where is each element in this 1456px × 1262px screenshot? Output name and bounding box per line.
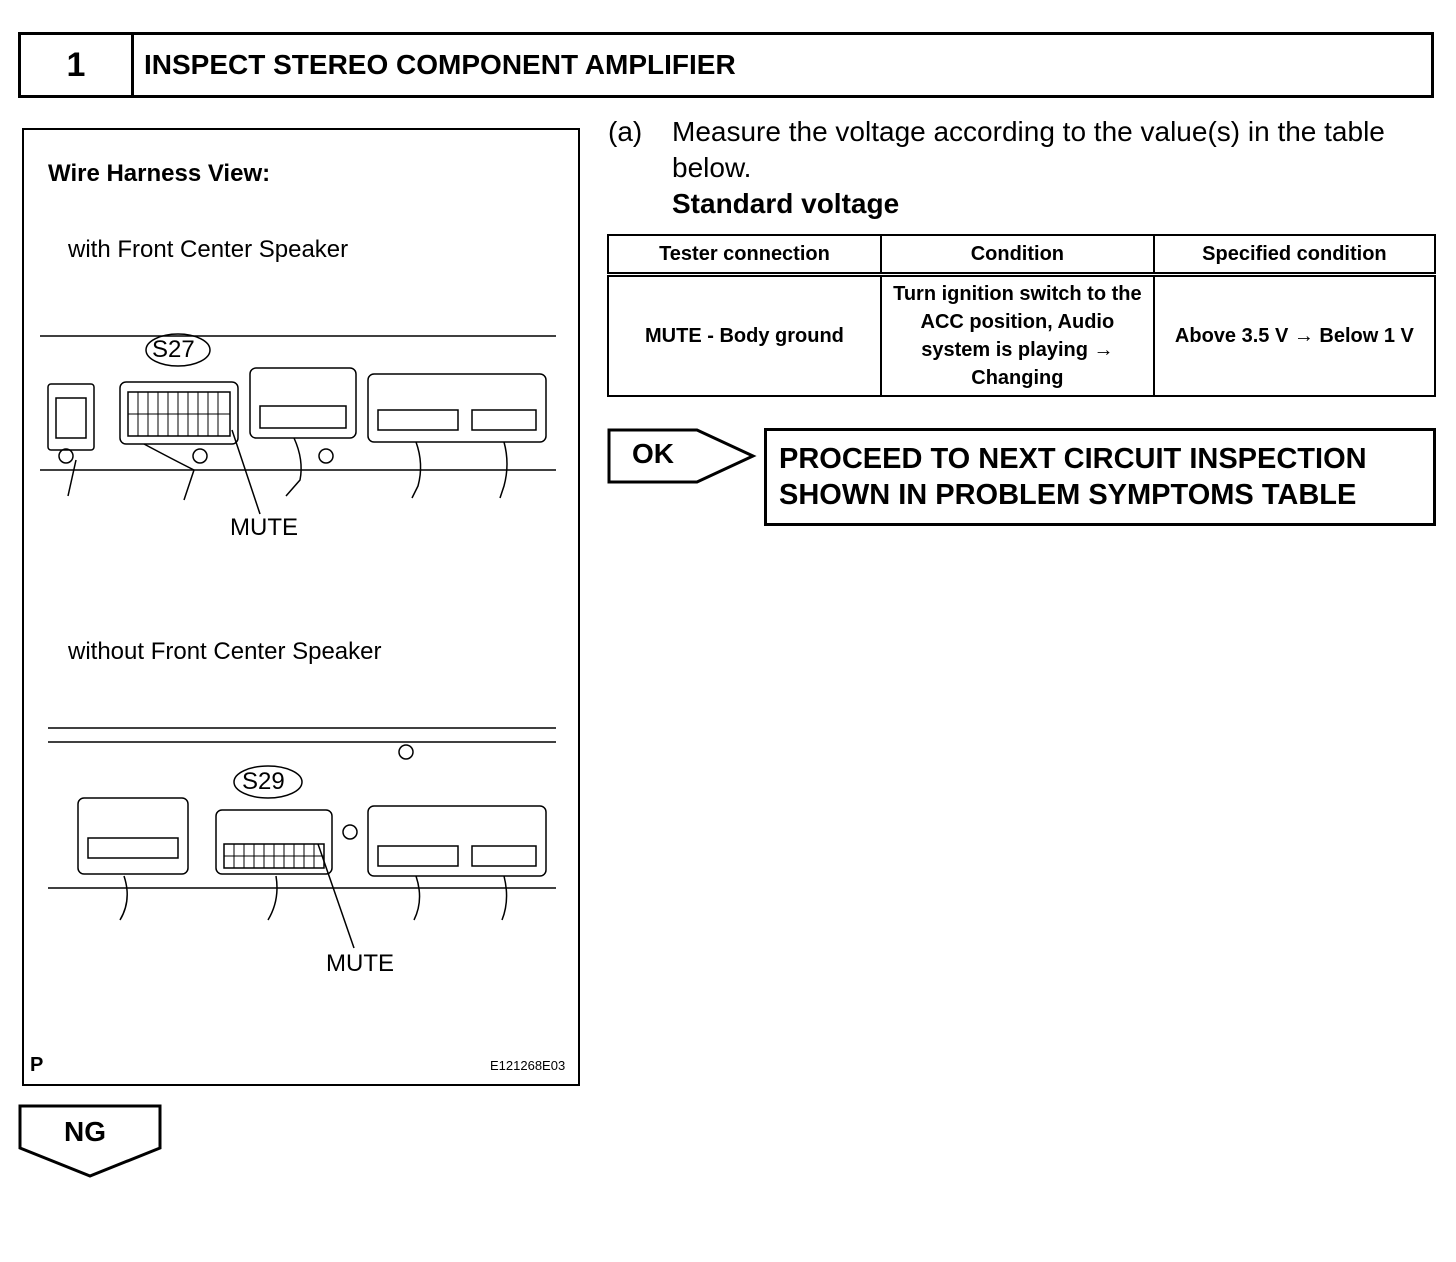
- header-specified-condition: Specified condition: [1152, 234, 1437, 277]
- ng-arrow: [18, 1104, 162, 1178]
- figure-title: Wire Harness View:: [48, 160, 271, 187]
- connector-s29-label: S29: [242, 768, 285, 795]
- connector-s27-label: S27: [152, 336, 195, 363]
- section1-label: with Front Center Speaker: [68, 236, 349, 263]
- cell-specified-condition: Above 3.5 V → Below 1 V: [1152, 273, 1437, 397]
- cell-tester-connection: MUTE - Body ground: [607, 273, 882, 397]
- instruction-text: Measure the voltage according to the val…: [672, 116, 1385, 183]
- step-title: INSPECT STEREO COMPONENT AMPLIFIER: [144, 49, 736, 80]
- wire-harness-figure: Wire Harness View: with Front Center Spe…: [22, 128, 580, 1086]
- harness-illustration: [40, 333, 556, 949]
- section2-label: without Front Center Speaker: [68, 638, 382, 665]
- header-condition: Condition: [879, 234, 1155, 277]
- step-header: 1 INSPECT STEREO COMPONENT AMPLIFIER: [18, 32, 1434, 98]
- mute-pin-label-2: MUTE: [326, 950, 394, 977]
- ok-result: PROCEED TO NEXT CIRCUIT INSPECTION SHOWN…: [764, 428, 1436, 526]
- ng-label: NG: [64, 1116, 106, 1147]
- header-tester-connection: Tester connection: [607, 234, 882, 277]
- ok-label: OK: [632, 438, 674, 469]
- mute-pin-label-1: MUTE: [230, 514, 298, 541]
- ok-arrow: [607, 428, 757, 484]
- instruction-letter: (a): [608, 116, 643, 147]
- corner-mark: P: [30, 1054, 44, 1076]
- figure-code: E121268E03: [490, 1058, 566, 1073]
- standard-voltage-label: Standard voltage: [672, 188, 900, 219]
- standard-voltage-table: Tester connection Condition Specified co…: [607, 234, 1437, 397]
- table-row: MUTE - Body ground Turn ignition switch …: [607, 273, 1437, 397]
- step-number: 1: [21, 35, 134, 95]
- cell-condition: Turn ignition switch to the ACC position…: [879, 273, 1155, 397]
